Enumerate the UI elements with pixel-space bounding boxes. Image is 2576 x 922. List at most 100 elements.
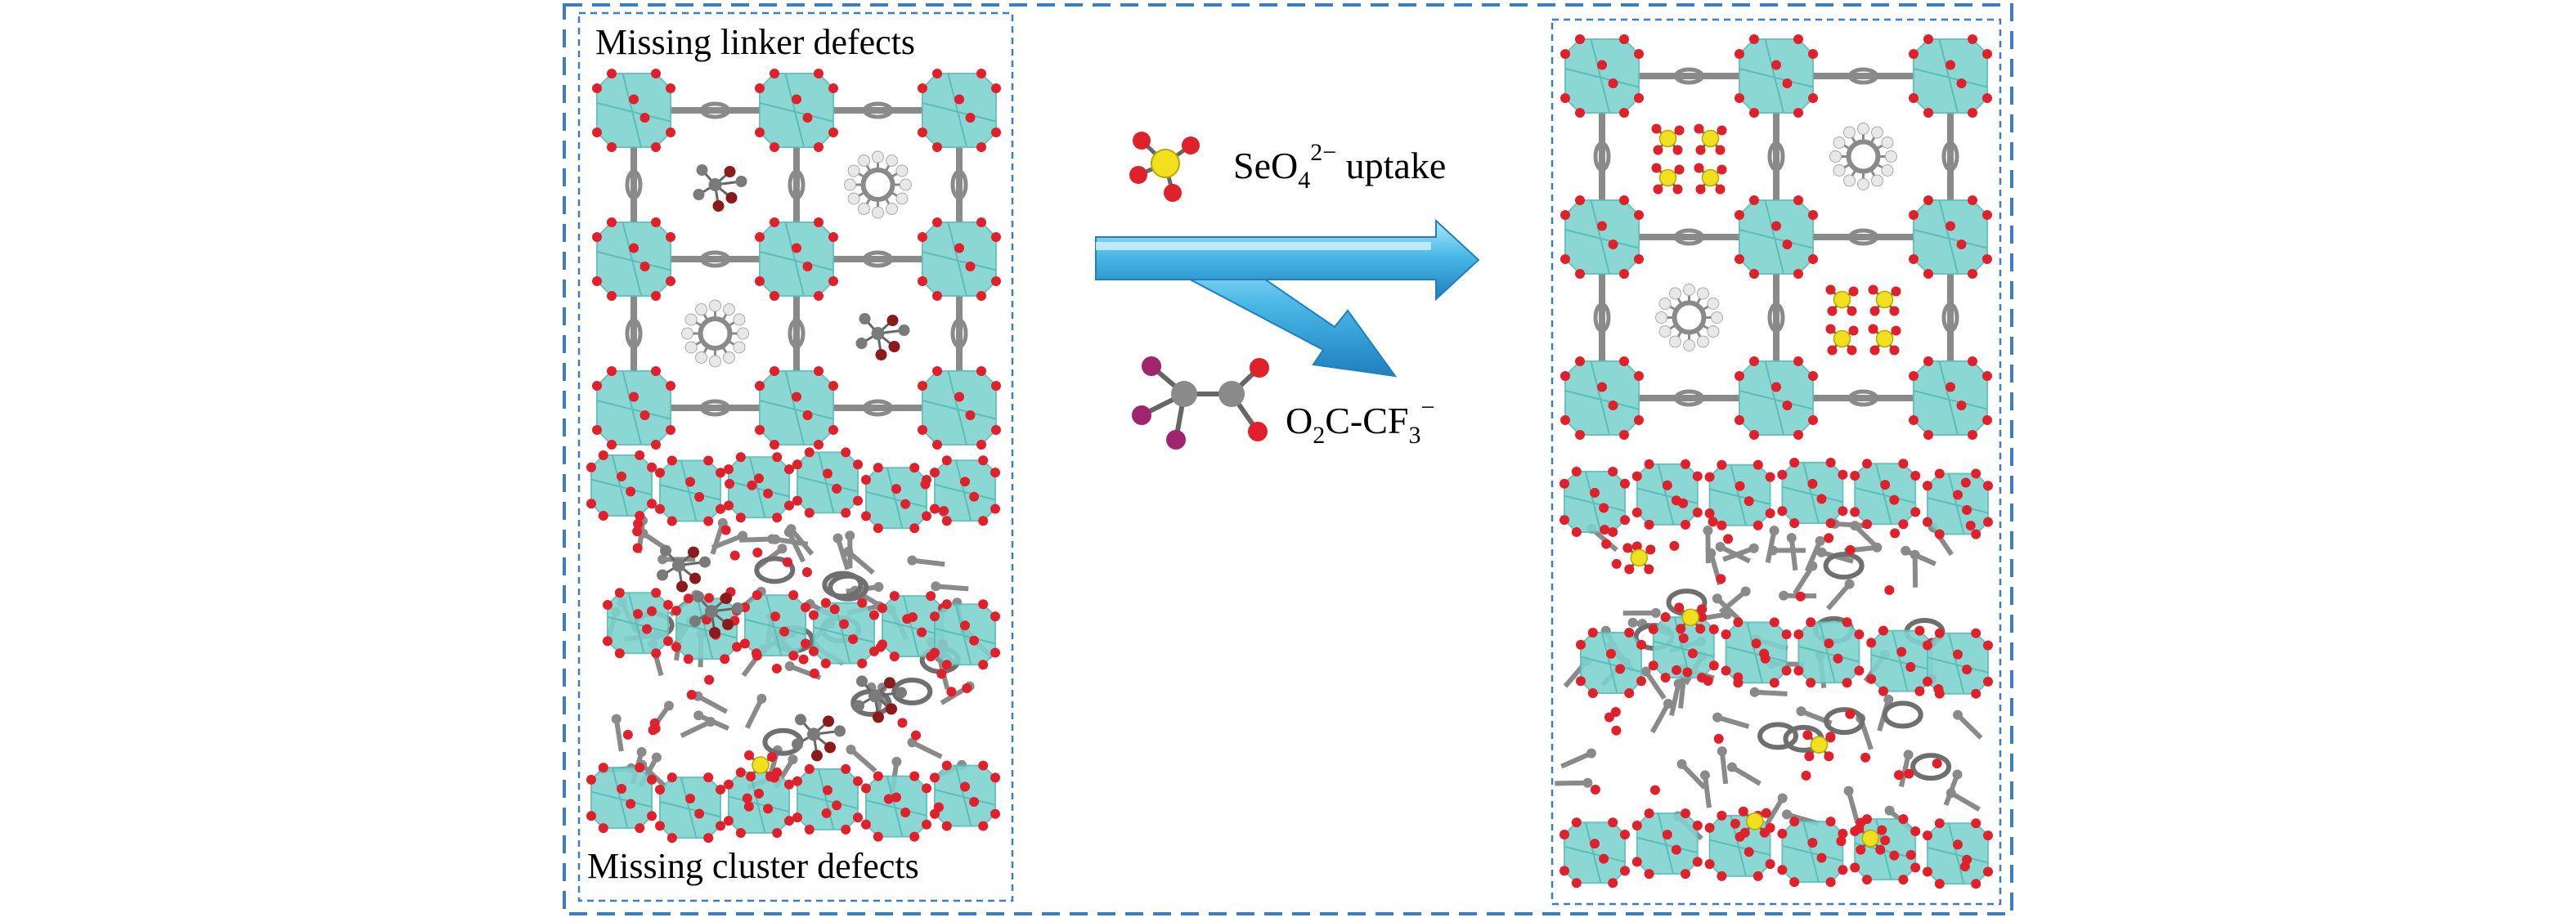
oxygen-atom [1983, 517, 1993, 527]
linker-bond [1669, 683, 1681, 717]
oxygen-atom [1909, 210, 1919, 220]
cluster-edge [784, 370, 805, 445]
oxygen-atom [592, 128, 602, 137]
carbon-atom [611, 714, 622, 724]
oxygen-atom [1704, 508, 1715, 518]
linker-ring [700, 250, 730, 268]
hydrogen-atom [684, 313, 698, 326]
linker-ring [1823, 552, 1865, 580]
oxygen-atom [740, 638, 750, 649]
oxygen-atom [1717, 810, 1727, 821]
carbon-atom [1640, 666, 1651, 677]
oxygen-atom [666, 516, 677, 526]
oxygen-atom [1560, 415, 1570, 425]
oxygen-atom [1608, 401, 1618, 410]
oxygen-atom [1923, 269, 1933, 279]
zr-cluster [596, 370, 671, 445]
cluster-edge [1927, 497, 1989, 514]
oxygen-atom [930, 772, 940, 783]
oxygen-atom [1735, 254, 1744, 264]
oxygen-atom [976, 217, 986, 227]
hydrogen-atom [1707, 298, 1720, 310]
oxygen-atom [1653, 145, 1663, 155]
cluster-edge [1892, 630, 1909, 692]
modulator-atom [660, 544, 671, 557]
oxygen-atom [918, 276, 927, 286]
oxygen-atom [1597, 60, 1607, 70]
cluster-edge [1636, 487, 1699, 504]
zr-cluster [865, 775, 927, 838]
oxygen-atom [1868, 324, 1878, 334]
cluster-edge [1564, 229, 1640, 249]
linker-ring [1767, 302, 1785, 333]
cluster-edge [590, 790, 653, 808]
oxygen-atom [1649, 785, 1660, 795]
oxygen-atom [772, 512, 783, 523]
modulator-atom [886, 703, 897, 715]
oxygen-atom [960, 477, 970, 487]
hydrogen-atom [1857, 123, 1869, 135]
zr-cluster [1913, 38, 1988, 114]
oxygen-atom [873, 523, 883, 534]
oxygen-atom [1634, 49, 1644, 59]
oxygen-atom [909, 523, 920, 534]
oxygen-atom [853, 812, 863, 823]
oxygen-atom [1956, 239, 1967, 249]
carbon-atom [738, 530, 748, 541]
oxygen-atom [1645, 544, 1656, 555]
oxygen-atom [1672, 145, 1683, 155]
oxygen-atom [1898, 459, 1909, 469]
oxygen-atom [1856, 844, 1866, 855]
oxygen-atom [1827, 345, 1838, 356]
oxygen-atom [755, 232, 765, 242]
oxygen-atom [1848, 286, 1859, 297]
oxygen-atom [716, 468, 725, 478]
oxygen-atom [683, 593, 693, 604]
oxygen-atom [666, 833, 677, 844]
oxygen-atom [598, 823, 608, 834]
oxygen-atom [607, 440, 617, 450]
hydrogen-atom [684, 341, 698, 354]
cluster-edge [759, 251, 834, 271]
cluster-edge [1657, 812, 1675, 875]
oxygen-atom [629, 243, 639, 253]
cluster-edge [817, 452, 835, 513]
modulator-atom [855, 338, 868, 349]
cluster-edge [622, 370, 642, 445]
oxygen-atom [1619, 108, 1629, 118]
zr-cluster [1913, 360, 1988, 436]
cluster-edge [784, 222, 805, 297]
oxygen-atom [1793, 356, 1803, 366]
modulator-atom [834, 725, 846, 737]
oxygen-atom [978, 455, 989, 466]
modulator-atom [709, 627, 720, 638]
linker-bond [1702, 775, 1712, 808]
oxygen-atom [770, 611, 780, 622]
oxygen-atom [1634, 254, 1644, 264]
zr-cluster [922, 73, 997, 148]
oxygen-atom [918, 232, 927, 242]
oxygen-atom [873, 463, 883, 473]
cluster-edge [744, 618, 806, 636]
oxygen-atom [1982, 415, 1992, 425]
zr-cluster [1797, 621, 1860, 684]
carbon-atom [1815, 535, 1825, 546]
cluster-edge [865, 799, 927, 817]
oxygen-atom [651, 69, 661, 78]
hydrogen-atom [1871, 174, 1883, 187]
oxygen-atom [607, 291, 617, 301]
modulator-atom [689, 572, 701, 584]
oxygen-atom [1587, 687, 1598, 698]
oxygen-atom [1604, 712, 1614, 723]
selenium-atom [1833, 329, 1851, 348]
oxygen-atom [1694, 163, 1704, 173]
oxygen-atom [978, 821, 989, 831]
oxygen-atom [853, 776, 863, 786]
oxygen-atom [1769, 678, 1779, 688]
oxygen-atom [694, 808, 705, 819]
cluster-edge [934, 627, 996, 645]
modulator-atom [672, 558, 685, 572]
oxygen-atom [932, 217, 942, 227]
oxygen-atom [1878, 686, 1888, 696]
linker-ring [1848, 389, 1878, 407]
